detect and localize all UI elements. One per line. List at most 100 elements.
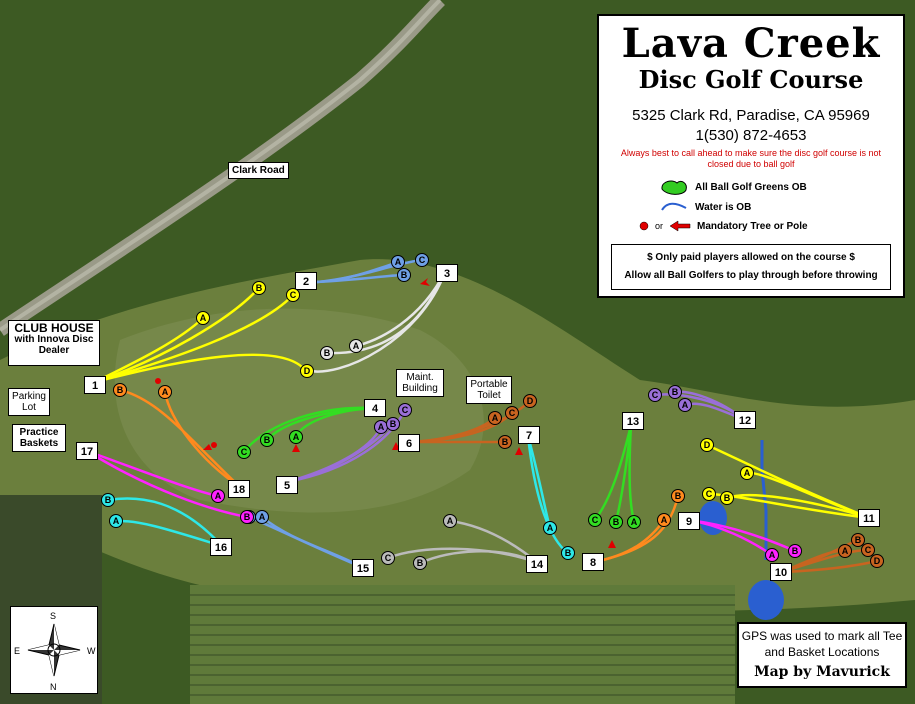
basket-6b: B [498,435,512,449]
tee-11: 11 [858,509,880,527]
basket-5b: B [386,417,400,431]
legend-greens-text: All Ball Golf Greens OB [695,181,807,193]
tee-13: 13 [622,412,644,430]
basket-12b: B [668,385,682,399]
clubhouse-title: CLUB HOUSE [14,321,94,335]
tee-15: 15 [352,559,374,577]
course-title: Lava Creek [621,20,881,67]
phone: 1(530) 872-4653 [695,127,807,144]
legend-mandatory-text: Mandatory Tree or Pole [697,220,808,232]
basket-3b: B [320,346,334,360]
legend-greens: All Ball Golf Greens OB [659,178,807,196]
basket-1d: D [300,364,314,378]
tee-17: 17 [76,442,98,460]
address: 5325 Clark Rd, Paradise, CA 95969 [632,107,870,124]
basket-8a: A [657,513,671,527]
rule-paid-players: $ Only paid players allowed on the cours… [647,252,855,263]
compass-rose: S N E W [10,606,98,694]
basket-4c: C [237,445,251,459]
tee-8: 8 [582,553,604,571]
basket-2b: B [397,268,411,282]
basket-11a: A [740,466,754,480]
basket-1a: A [196,311,210,325]
basket-4b: B [260,433,274,447]
compass-n: N [50,682,57,692]
compass-s: S [50,611,56,621]
legend-water-text: Water is OB [695,201,752,213]
basket-9a: A [765,548,779,562]
basket-11b: B [720,491,734,505]
basket-6d: D [523,394,537,408]
basket-10a: A [838,544,852,558]
basket-6a: A [488,411,502,425]
tee-5: 5 [276,476,298,494]
basket-15c: C [381,551,395,565]
practice-label: Practice Baskets [12,424,66,452]
tee-4: 4 [364,399,386,417]
basket-1c: C [286,288,300,302]
basket-12c: C [648,388,662,402]
basket-2a: A [391,255,405,269]
basket-2c: C [415,253,429,267]
basket-18b: B [113,383,127,397]
basket-1b: B [252,281,266,295]
basket-11c: C [702,487,716,501]
tee-18: 18 [228,480,250,498]
compass-star-icon: S N E W [14,611,96,692]
basket-17a: A [211,489,225,503]
basket-9b: B [788,544,802,558]
clubhouse-subtitle: with Innova Disc Dealer [14,334,94,356]
course-subtitle: Disc Golf Course [638,65,864,94]
tee-12: 12 [734,411,756,429]
basket-6c: C [505,406,519,420]
map-credit: Map by Mavurick [754,664,890,680]
basket-7b: B [561,546,575,560]
tee-7: 7 [518,426,540,444]
basket-5c: C [398,403,412,417]
maint-building-label: Maint. Building [396,369,444,397]
parking-label: Parking Lot [8,388,50,416]
title-panel: Lava Creek Disc Golf Course 5325 Clark R… [597,14,905,298]
basket-17b: B [240,510,254,524]
tee-16: 16 [210,538,232,556]
basket-15a: A [255,510,269,524]
basket-16a: A [109,514,123,528]
basket-10c: C [861,543,875,557]
gps-note: GPS was used to mark all Tee and Basket … [741,629,903,659]
call-ahead-note: Always best to call ahead to make sure t… [620,148,882,169]
basket-7a: A [543,521,557,535]
clubhouse-label: CLUB HOUSE with Innova Disc Dealer [8,320,100,366]
red-arrow-icon [669,220,691,232]
legend-or-text: or [655,221,664,231]
basket-13b: B [609,515,623,529]
tee-14: 14 [526,555,548,573]
rules-box: $ Only paid players allowed on the cours… [611,244,891,290]
tee-10: 10 [770,563,792,581]
water-line-icon [661,202,687,211]
basket-8b: B [671,489,685,503]
legend-water: Water is OB [659,200,751,214]
tee-9: 9 [678,512,700,530]
basket-16b: B [101,493,115,507]
basket-18a: A [158,385,172,399]
tee-3: 3 [436,264,458,282]
basket-12a: A [678,398,692,412]
legend-mandatory: or Mandatory Tree or Pole [639,220,808,232]
gps-credit-panel: GPS was used to mark all Tee and Basket … [737,622,907,688]
basket-14b: B [413,556,427,570]
basket-10d: D [870,554,884,568]
basket-4a: A [289,430,303,444]
rule-play-through: Allow all Ball Golfers to play through b… [624,270,878,281]
basket-13c: C [588,513,602,527]
basket-10b: B [851,533,865,547]
tee-6: 6 [398,434,420,452]
tee-2: 2 [295,272,317,290]
compass-e: E [14,646,20,656]
tee-1: 1 [84,376,106,394]
basket-3a: A [349,339,363,353]
red-dot-icon [639,221,649,231]
toilet-label: Portable Toilet [466,376,512,404]
basket-14a: A [443,514,457,528]
basket-13a: A [627,515,641,529]
